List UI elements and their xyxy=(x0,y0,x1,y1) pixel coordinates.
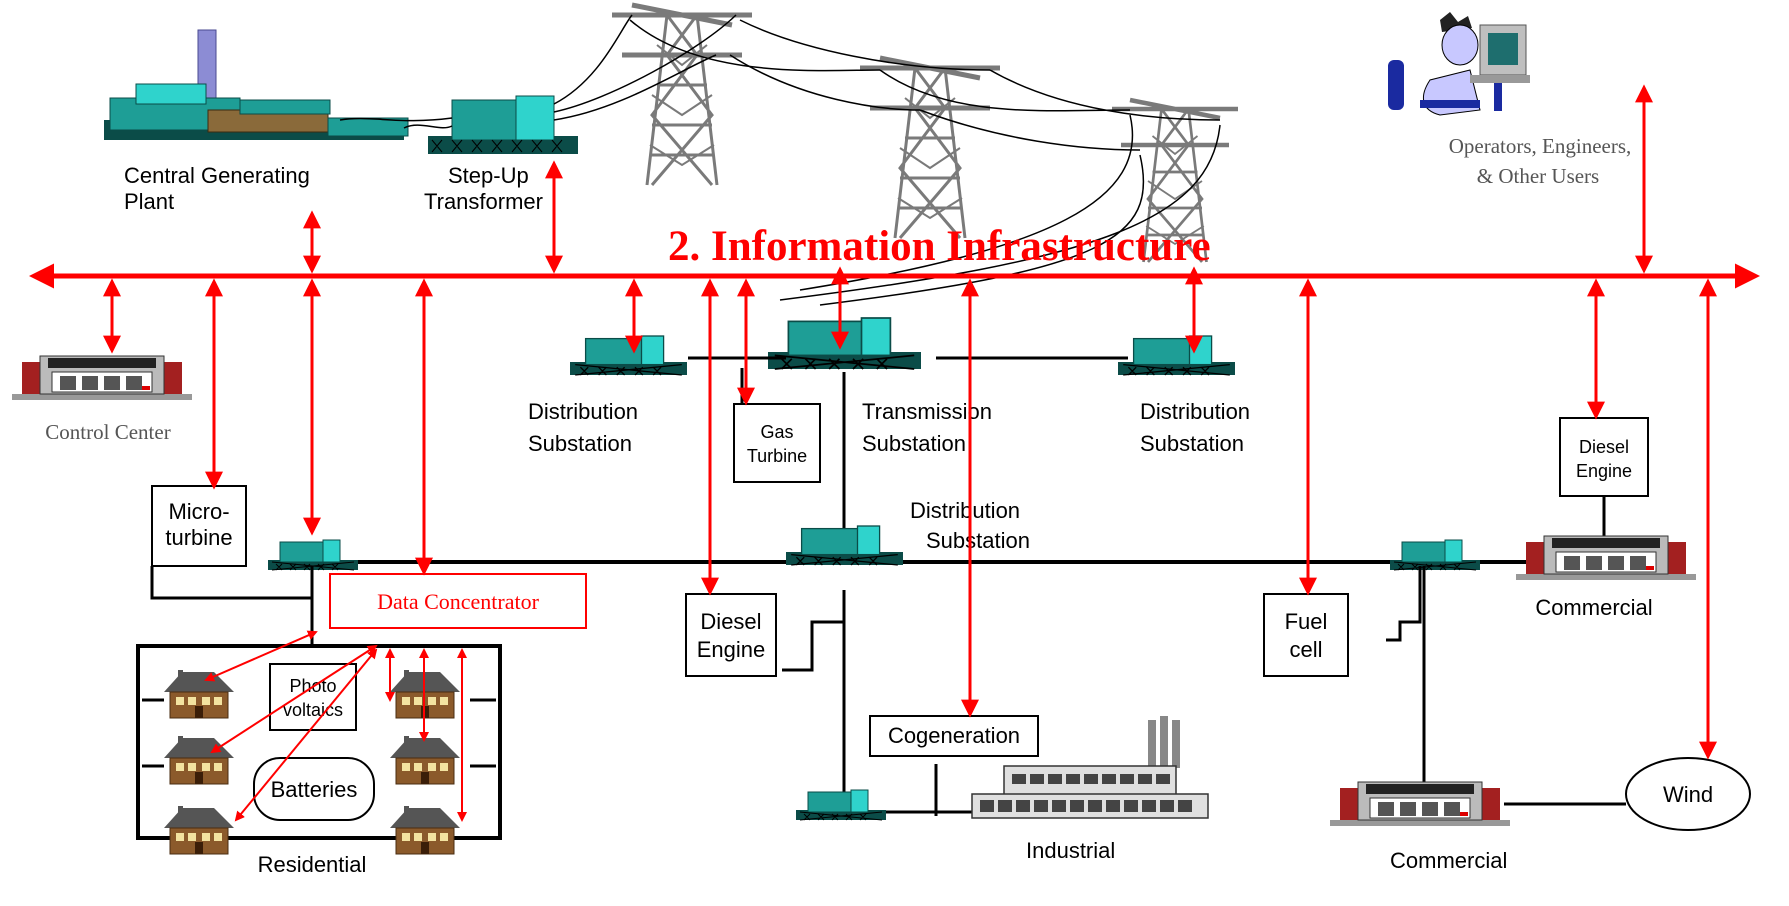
microturbine-box xyxy=(151,485,247,567)
diesel-mid-label-1: Diesel xyxy=(700,609,761,634)
cogeneration-box xyxy=(869,715,1039,757)
industrial-label: Industrial xyxy=(1026,838,1115,863)
distribution-substation-icon xyxy=(785,525,904,566)
house-icon xyxy=(389,805,461,855)
transmission-lines xyxy=(553,14,1221,306)
cogeneration-label: Cogeneration xyxy=(888,723,1020,748)
trans-sub-label-1: Transmission xyxy=(862,399,992,424)
power-lines xyxy=(150,566,1626,816)
gas-turbine-label-1: Gas xyxy=(760,422,793,442)
diesel-engine-right-box xyxy=(1559,417,1649,497)
operators-label-1: Operators, Engineers, xyxy=(1449,134,1632,158)
diesel-mid-label-2: Engine xyxy=(697,637,766,662)
dist-sub-right-label-2: Substation xyxy=(1140,431,1244,456)
commercial-top-label: Commercial xyxy=(1535,595,1652,620)
control-center-label: Control Center xyxy=(45,420,170,444)
control-center-building-icon xyxy=(11,355,193,401)
residential-lines xyxy=(142,698,496,768)
plant-wires xyxy=(339,117,453,129)
wind-label: Wind xyxy=(1663,782,1713,807)
diesel-engine-mid-box xyxy=(685,593,777,677)
fuel-cell-label-1: Fuel xyxy=(1285,609,1328,634)
house-icon xyxy=(163,669,235,719)
communication-arrows xyxy=(103,84,1717,760)
house-icon xyxy=(163,735,235,785)
distribution-substation-icon xyxy=(1117,335,1236,376)
central-plant-label-2: Plant xyxy=(124,189,174,214)
house-icon xyxy=(163,805,235,855)
fuel-cell-box xyxy=(1263,593,1349,677)
trans-sub-label-2: Substation xyxy=(862,431,966,456)
photovoltaics-box xyxy=(269,663,357,731)
dist-sub-mid-label-2: Substation xyxy=(926,528,1030,553)
photovoltaics-label-2: voltaics xyxy=(283,700,343,720)
dist-sub-left-label-2: Substation xyxy=(528,431,632,456)
commercial-building-icon xyxy=(1515,535,1697,581)
step-up-label-2: Transformer xyxy=(424,189,543,214)
residential-label: Residential xyxy=(258,852,367,877)
distribution-substation-icon xyxy=(795,789,887,821)
step-up-label-1: Step-Up xyxy=(448,163,529,188)
industrial-factory-icon xyxy=(971,716,1209,819)
operator-person-icon xyxy=(1388,12,1530,116)
transmission-substation-icon xyxy=(767,317,922,370)
data-concentrator-label: Data Concentrator xyxy=(377,589,540,614)
transmission-tower-icon xyxy=(860,58,1000,238)
data-concentrator-box xyxy=(329,573,587,629)
operators-label-2: & Other Users xyxy=(1477,164,1599,188)
diesel-right-label-2: Engine xyxy=(1576,461,1632,481)
residential-communication-arrows xyxy=(204,630,467,822)
batteries-label: Batteries xyxy=(271,777,358,802)
wind-node xyxy=(1625,757,1751,831)
distribution-substation-icon xyxy=(569,335,688,376)
step-up-transformer-icon xyxy=(428,95,578,154)
house-icon xyxy=(389,735,461,785)
microturbine-label-1: Micro- xyxy=(168,499,229,524)
page-title: 2. Information Infrastructure xyxy=(668,223,1211,270)
dist-sub-right-label-1: Distribution xyxy=(1140,399,1250,424)
central-plant-label-1: Central Generating xyxy=(124,163,310,188)
dist-sub-left-label-1: Distribution xyxy=(528,399,638,424)
gas-turbine-label-2: Turbine xyxy=(747,446,807,466)
distribution-substation-icon xyxy=(267,539,359,571)
commercial-building-icon xyxy=(1329,781,1511,827)
central-generating-plant-icon xyxy=(104,29,409,140)
gas-turbine-box xyxy=(733,403,821,483)
dist-sub-mid-label-1: Distribution xyxy=(910,498,1020,523)
diesel-right-label-1: Diesel xyxy=(1579,437,1629,457)
distribution-substation-icon xyxy=(1389,539,1481,571)
commercial-bottom-label: Commercial xyxy=(1390,848,1507,873)
microturbine-label-2: turbine xyxy=(165,525,232,550)
fuel-cell-label-2: cell xyxy=(1289,637,1322,662)
